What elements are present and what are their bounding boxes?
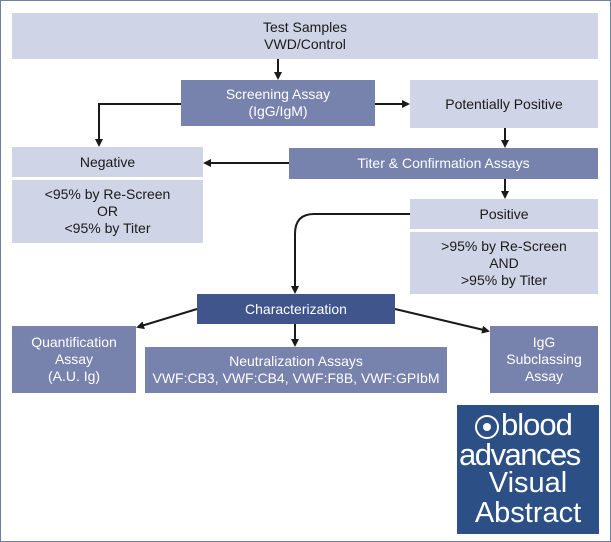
node-text: (A.U. Ig) (47, 368, 101, 384)
node-text: Test Samples (262, 19, 348, 35)
node-text: Subclassing (506, 351, 582, 367)
node-characterization: Characterization (197, 294, 395, 324)
node-text: <95% by Re-Screen (44, 186, 171, 202)
node-text: Characterization (245, 300, 347, 317)
node-titer-confirmation: Titer & Confirmation Assays (289, 148, 598, 179)
node-text: OR (97, 203, 118, 219)
arrow-positive-to-characterization (291, 213, 410, 294)
logo-line-visual: Visual (488, 467, 568, 499)
node-potentially-positive: Potentially Positive (410, 80, 598, 128)
node-text: Assay (54, 351, 94, 367)
node-text: >95% by Titer (461, 271, 547, 288)
node-positive: Positive (410, 199, 598, 229)
node-screening-assay: Screening Assay (IgG/IgM) (181, 80, 375, 126)
node-text: >95% by Re-Screen (441, 237, 567, 254)
node-test-samples: Test Samples VWD/Control (12, 13, 598, 59)
logo-line-advances: advances (459, 437, 581, 472)
node-text: IgG (532, 334, 556, 350)
node-text: VWF:CB3, VWF:CB4, VWF:F8B, VWF:GPIbM (152, 370, 440, 386)
node-negative-detail: <95% by Re-Screen OR <95% by Titer (12, 180, 203, 243)
node-neutralization-assays: Neutralization Assays VWF:CB3, VWF:CB4, … (145, 347, 447, 393)
node-text: Titer & Confirmation Assays (357, 155, 530, 171)
node-text: Neutralization Assays (229, 353, 363, 369)
arrow-char-to-igg (394, 308, 490, 334)
node-negative: Negative (12, 147, 203, 177)
node-text: Screening Assay (225, 86, 331, 102)
node-text: AND (489, 254, 519, 271)
seal-icon (475, 415, 499, 439)
node-text: (IgG/IgM) (248, 103, 308, 119)
blood-advances-logo: blood advances Visual Abstract (457, 405, 599, 534)
logo-line-blood: blood (501, 407, 573, 442)
node-text: Potentially Positive (445, 95, 563, 112)
node-quantification-assay: Quantification Assay (A.U. Ig) (12, 326, 136, 393)
node-text: VWD/Control (264, 36, 346, 52)
node-positive-detail: >95% by Re-Screen AND >95% by Titer (410, 232, 598, 294)
node-text: Positive (479, 205, 529, 222)
node-igg-subclassing: IgG Subclassing Assay (490, 326, 598, 393)
node-text: Assay (524, 368, 564, 384)
node-text: Quantification (31, 334, 117, 350)
node-text: <95% by Titer (64, 220, 151, 236)
logo-line-abstract: Abstract (474, 497, 582, 529)
node-text: Negative (79, 153, 136, 170)
arrow-char-to-quantification (136, 308, 198, 330)
arrow-screening-to-negative (95, 103, 181, 147)
